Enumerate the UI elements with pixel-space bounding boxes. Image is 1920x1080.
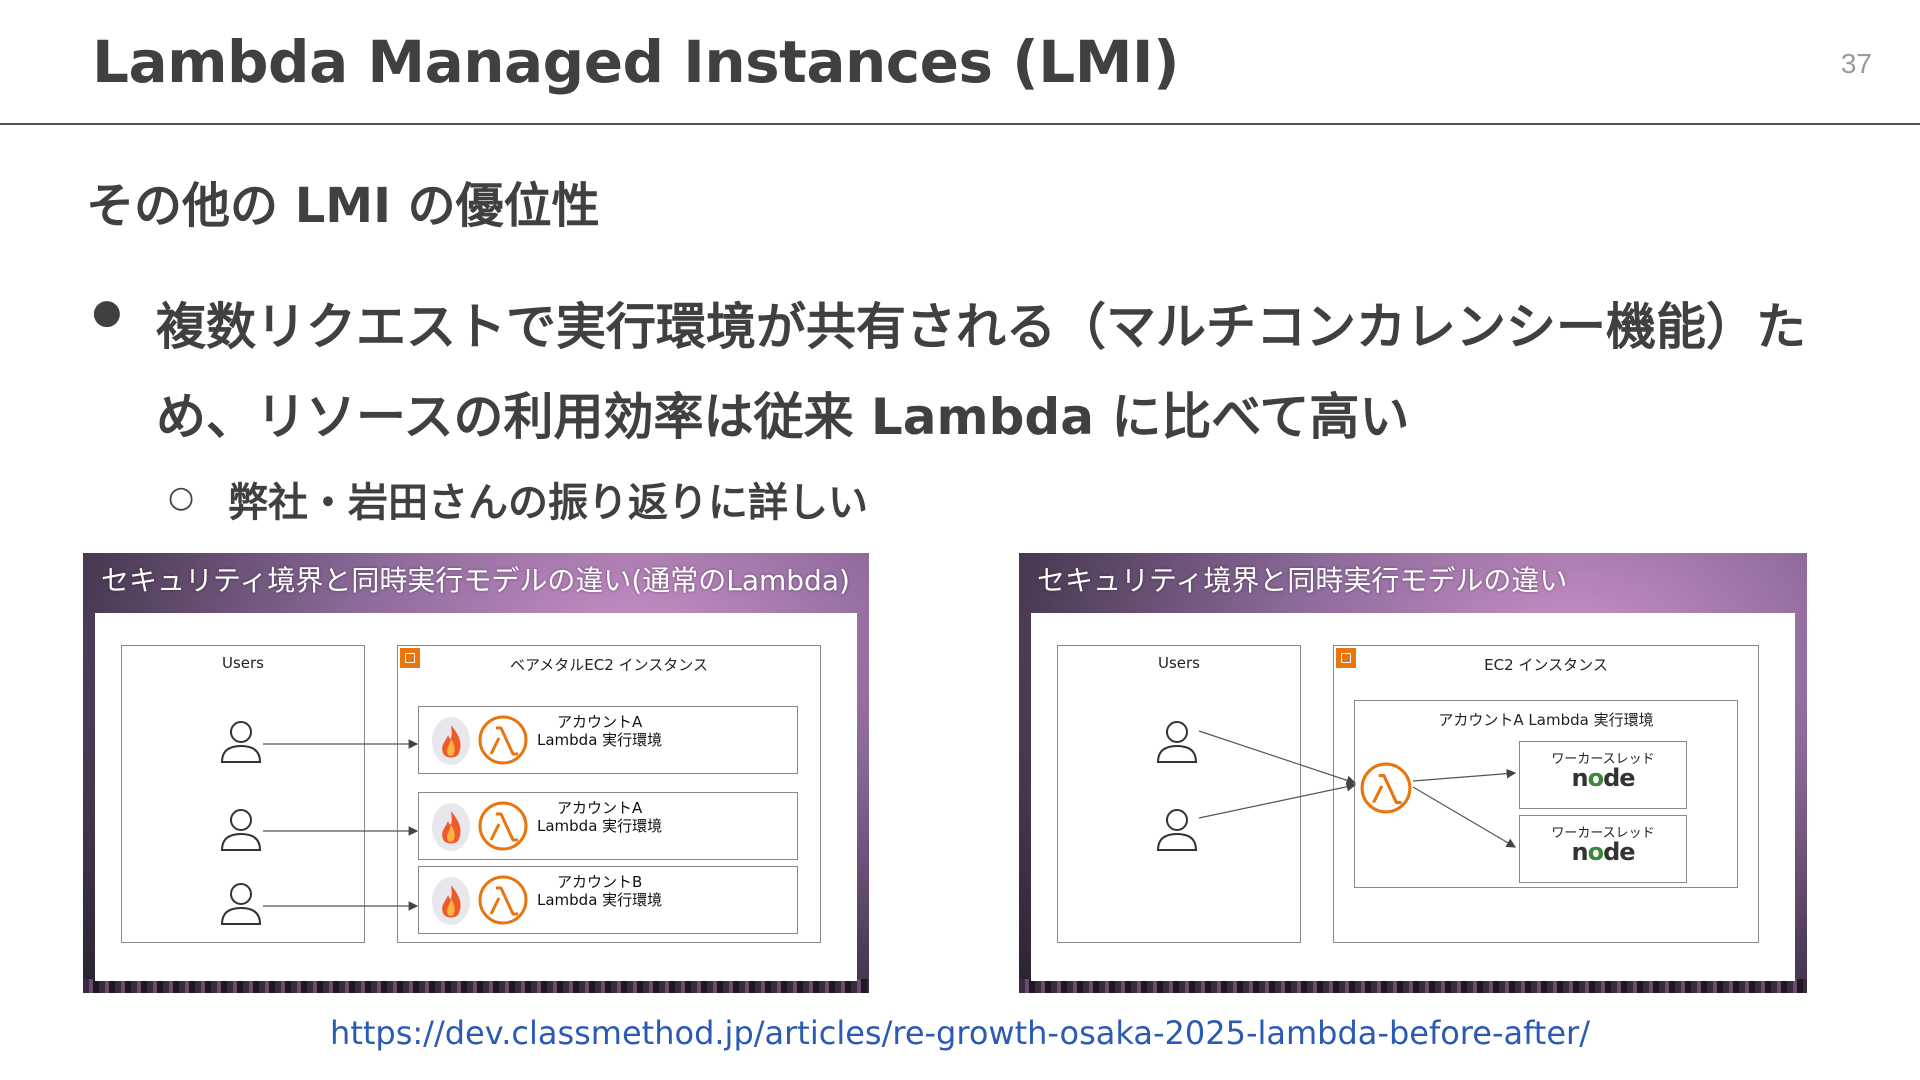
firecracker-icon	[432, 717, 470, 765]
user-icon	[220, 883, 262, 925]
request-arrows	[263, 739, 419, 911]
right-screenshot-heading: セキュリティ境界と同時実行モデルの違い	[1037, 564, 1568, 597]
page-number: 37	[1840, 48, 1872, 79]
firecracker-icon	[432, 877, 470, 925]
instance-label: ベアメタルEC2 インスタンス	[510, 656, 708, 674]
lambda-env-panel: アカウントA Lambda 実行環境 ワーカースレッド node ワーカースレッ…	[1354, 700, 1738, 888]
sub-bullet-text: 弊社・岩田さんの振り返りに詳しい	[228, 480, 868, 526]
ec2-icon	[1336, 648, 1356, 668]
bullet-marker: ●	[92, 292, 122, 332]
worker-label: ワーカースレッド	[1551, 826, 1655, 841]
node-logo-text: node	[1571, 838, 1635, 866]
users-label: Users	[221, 654, 264, 672]
users-label: Users	[1157, 654, 1200, 672]
left-screenshot: セキュリティ境界と同時実行モデルの違い(通常のLambda) Users ベアメ…	[83, 553, 869, 993]
env-label: Lambda 実行環境	[537, 817, 663, 835]
ec2-instance-panel: EC2 インスタンス アカウントA Lambda 実行環境 ワーカースレッド n…	[1333, 645, 1759, 943]
firecracker-icon	[432, 803, 470, 851]
article-link[interactable]: https://dev.classmethod.jp/articles/re-g…	[330, 1014, 1590, 1052]
lambda-icon	[478, 715, 528, 765]
node-logo-hexagon: o	[1587, 838, 1604, 866]
account-label: アカウントA	[556, 799, 643, 817]
bullet-text: 複数リクエストで実行環境が共有される（マルチコンカレンシー機能）ため、リソースの…	[156, 298, 1806, 446]
env-label: アカウントA Lambda 実行環境	[1438, 711, 1654, 729]
screenshot-footer-strip	[83, 979, 869, 993]
screenshot-footer-strip	[1019, 979, 1807, 993]
sub-bullet-marker: ○	[168, 480, 195, 515]
instance-label: EC2 インスタンス	[1484, 656, 1608, 674]
ec2-icon	[400, 648, 420, 668]
env-label: Lambda 実行環境	[537, 891, 663, 909]
nodejs-logo-icon: node	[1520, 838, 1686, 866]
user-icon	[1156, 809, 1198, 851]
account-label: アカウントB	[556, 873, 643, 891]
user-icon	[1156, 721, 1198, 763]
right-screenshot: セキュリティ境界と同時実行モデルの違い Users EC2 インスタンス アカウ…	[1019, 553, 1807, 993]
left-screenshot-heading: セキュリティ境界と同時実行モデルの違い(通常のLambda)	[101, 564, 850, 597]
user-icon	[220, 721, 262, 763]
account-label: アカウントA	[556, 713, 643, 731]
worker-thread-box: ワーカースレッド node	[1519, 815, 1687, 883]
lambda-icon	[1360, 762, 1412, 814]
users-panel: Users	[1057, 645, 1301, 943]
slide-title: Lambda Managed Instances (LMI)	[92, 28, 1180, 96]
lambda-icon	[478, 875, 528, 925]
env-label: Lambda 実行環境	[537, 731, 663, 749]
node-logo-text: node	[1571, 764, 1635, 792]
nodejs-logo-icon: node	[1520, 764, 1686, 792]
request-arrows	[1198, 730, 1517, 848]
worker-thread-box: ワーカースレッド node	[1519, 741, 1687, 809]
users-panel: Users	[121, 645, 365, 943]
lambda-icon	[478, 801, 528, 851]
worker-label: ワーカースレッド	[1551, 752, 1655, 767]
title-divider	[0, 123, 1920, 125]
node-logo-hexagon: o	[1587, 764, 1604, 792]
right-diagram-canvas: Users EC2 インスタンス アカウントA Lambda 実行環境 ワーカー…	[1031, 613, 1795, 981]
user-icon	[220, 809, 262, 851]
section-subtitle: その他の LMI の優位性	[86, 178, 600, 234]
